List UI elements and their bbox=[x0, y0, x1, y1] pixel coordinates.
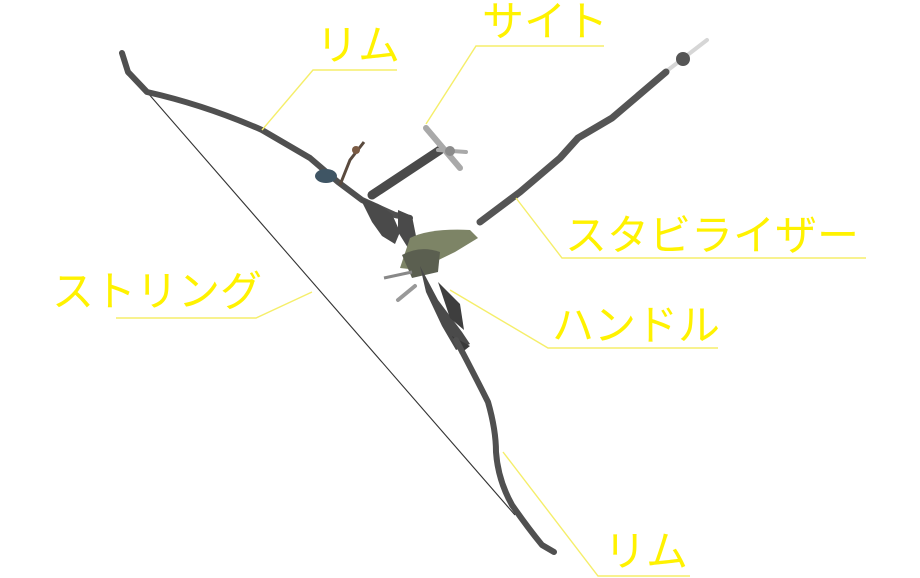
sight-assembly bbox=[338, 125, 468, 200]
leader-lines bbox=[116, 45, 866, 577]
label-string: ストリング bbox=[52, 267, 262, 316]
lower-limb bbox=[453, 337, 557, 555]
stabilizer-rod bbox=[476, 38, 709, 226]
leader-sight bbox=[425, 45, 604, 125]
leader-limb-bottom bbox=[502, 451, 690, 577]
label-limb-bottom: リム bbox=[604, 527, 688, 576]
bow-illustration bbox=[119, 38, 709, 555]
label-limb-top: リム bbox=[316, 21, 400, 70]
part-labels: リム サイト スタビライザー ストリング ハンドル リム bbox=[52, 0, 859, 576]
upper-limb bbox=[119, 50, 413, 221]
riser-handle bbox=[360, 198, 478, 354]
label-handle: ハンドル bbox=[552, 301, 720, 350]
label-sight: サイト bbox=[482, 0, 608, 46]
leader-stabilizer bbox=[515, 197, 866, 259]
leader-limb-top bbox=[261, 69, 397, 131]
leader-handle bbox=[449, 289, 718, 349]
leader-string bbox=[116, 291, 313, 319]
bow-string bbox=[146, 91, 516, 516]
label-stabilizer: スタビライザー bbox=[565, 211, 859, 260]
